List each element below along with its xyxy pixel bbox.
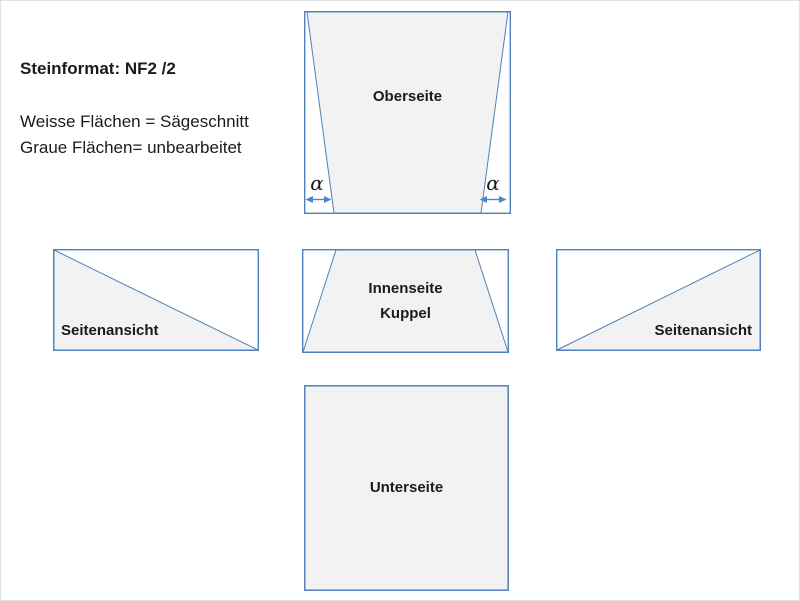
alpha-label-right: α [486,171,500,195]
alpha-arrow-left-head-b [324,196,332,203]
seitenansicht-right-view: Seitenansicht [556,249,761,351]
innenseite-label-line2: Kuppel [380,305,431,322]
unterseite-face [304,385,509,591]
seitenansicht-left-view: Seitenansicht [53,249,259,351]
innenseite-kuppel-face [302,249,509,353]
seitenansicht-left-drawing [53,249,259,351]
alpha-arrow-right-head-b [499,196,507,203]
oberseite-face [306,11,509,214]
innenseite-kuppel-drawing [302,249,509,353]
stone-format-title: Steinformat: NF2 /2 [20,59,176,78]
seitenansicht-right-face [556,249,761,351]
unterseite-drawing [304,385,509,591]
unterseite-label: Unterseite [304,385,509,591]
unterseite-label-text: Unterseite [369,479,444,496]
seitenansicht-right-drawing [556,249,761,351]
unterseite-view: Unterseite [304,385,509,591]
seitenansicht-right-label: Seitenansicht [654,322,752,339]
legend-line-white: Weisse Flächen = Sägeschnitt [20,112,249,131]
alpha-arrow-right-head-a [479,196,487,203]
legend-line-gray: Graue Flächen= unbearbeitet [20,138,242,157]
oberseite-drawing [304,11,511,214]
seitenansicht-left-face [53,249,259,351]
innenseite-label-line1: Innenseite [368,280,443,297]
alpha-arrow-left-head-a [305,196,313,203]
seitenansicht-left-label: Seitenansicht [61,322,159,339]
oberseite-view: Oberseite α α [304,11,511,214]
alpha-label-left: α [310,171,324,195]
oberseite-label: Oberseite [372,88,443,105]
